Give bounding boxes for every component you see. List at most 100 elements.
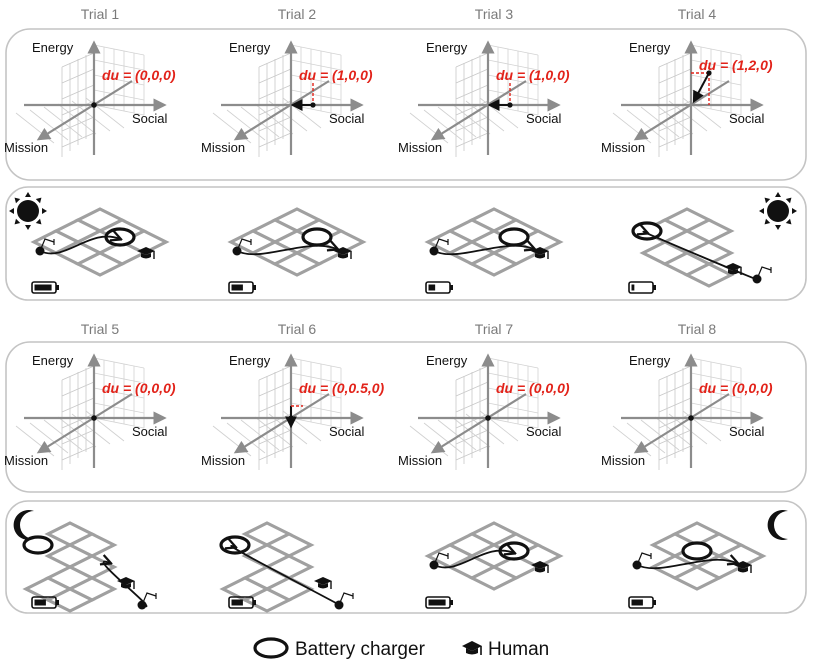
energy-axis-label: Energy: [229, 353, 271, 368]
plane-line: [455, 445, 489, 461]
ground-line: [437, 106, 477, 138]
plane-line: [93, 104, 145, 116]
ground-line: [85, 97, 125, 129]
plane-line: [61, 132, 95, 148]
plane-line: [690, 402, 742, 414]
mission-axis-label: Mission: [398, 140, 442, 155]
trial-title: Trial 8: [678, 321, 717, 337]
legend-charger-icon: [253, 637, 289, 659]
sun-ray: [25, 224, 31, 230]
mission-axis-label: Mission: [201, 453, 245, 468]
plane-line: [290, 402, 342, 414]
robot-path: [643, 232, 761, 282]
ground-line: [254, 416, 294, 448]
du-label: du = (1,2,0): [699, 57, 773, 73]
map-grid: [639, 207, 735, 288]
du-label: du = (0,0,0): [102, 67, 176, 83]
map-cell: [683, 262, 735, 288]
battery-charger: [22, 535, 54, 555]
plane-line: [690, 74, 742, 86]
plane-line: [690, 387, 742, 399]
plane-line: [93, 44, 145, 56]
ground-line: [451, 416, 491, 448]
ground-line: [640, 106, 680, 138]
plane-line: [290, 357, 342, 369]
mission-axis-label: Mission: [601, 453, 645, 468]
battery-charger: [498, 227, 530, 247]
battery-icon: [628, 281, 656, 294]
plane-line: [93, 74, 145, 86]
social-axis-label: Social: [729, 111, 765, 126]
plane-line: [93, 357, 145, 369]
plane-line: [658, 381, 692, 397]
plane-line: [455, 116, 489, 132]
human-icon: [314, 577, 332, 589]
legend-human-icon: [462, 641, 482, 655]
environment-map: [632, 521, 767, 591]
sun-ray: [25, 192, 31, 198]
robot-path: [104, 562, 148, 608]
legend-human-label: Human: [488, 639, 549, 660]
plane-line: [258, 365, 292, 381]
battery-icon: [425, 281, 453, 294]
plane-line: [455, 365, 489, 381]
ground-line: [640, 419, 680, 451]
human-body: [318, 583, 328, 589]
sun-ray: [35, 197, 42, 204]
environment-map: [227, 207, 367, 277]
ground-line: [15, 425, 55, 457]
environment-map: [424, 207, 564, 277]
axes-panel-bottom: [5, 341, 807, 493]
robot-flag: [338, 592, 354, 606]
battery-tip: [450, 600, 453, 605]
social-axis-label: Social: [132, 424, 168, 439]
sun-core: [767, 200, 789, 222]
plane-line: [455, 413, 489, 429]
battery-charger: [219, 535, 251, 555]
ground-line: [423, 422, 463, 454]
human-body: [738, 567, 748, 573]
moon-icon: [767, 510, 788, 541]
plane-line: [258, 381, 292, 397]
ground-line: [654, 103, 694, 135]
ground-line: [29, 109, 69, 141]
human-icon: [531, 561, 549, 573]
sun-ray: [764, 197, 771, 204]
du-label: du = (0,0,0): [699, 380, 773, 396]
du-point: [91, 102, 97, 108]
du-point: [91, 415, 97, 421]
social-axis-label: Social: [526, 111, 562, 126]
plane-line: [61, 381, 95, 397]
plane-line: [455, 381, 489, 397]
plane-line: [258, 68, 292, 84]
energy-axis-label: Energy: [426, 40, 468, 55]
plane-line: [487, 74, 539, 86]
sun-ray: [14, 197, 21, 204]
du-label: du = (1,0,0): [496, 67, 570, 83]
plane-line: [61, 68, 95, 84]
grid-panel-bottom: [5, 500, 807, 614]
plane-line: [61, 397, 95, 413]
ground-line: [682, 410, 722, 442]
ground-plane-grid: [212, 97, 322, 144]
plane-line: [487, 357, 539, 369]
grid-panel-top: [5, 186, 807, 301]
battery-icon: [31, 596, 59, 609]
plane-line: [61, 365, 95, 381]
ground-line: [654, 416, 694, 448]
sun-ray: [785, 197, 792, 204]
legend: Battery charger Human: [253, 637, 549, 660]
sun-ray: [9, 208, 15, 214]
ground-line: [479, 410, 519, 442]
plane-line: [61, 84, 95, 100]
battery-tip: [653, 285, 656, 290]
battery-charger: [301, 227, 333, 247]
plane-line: [658, 445, 692, 461]
robot-path: [231, 546, 343, 608]
sun-icon: [759, 192, 797, 230]
mission-axis-label: Mission: [601, 140, 645, 155]
